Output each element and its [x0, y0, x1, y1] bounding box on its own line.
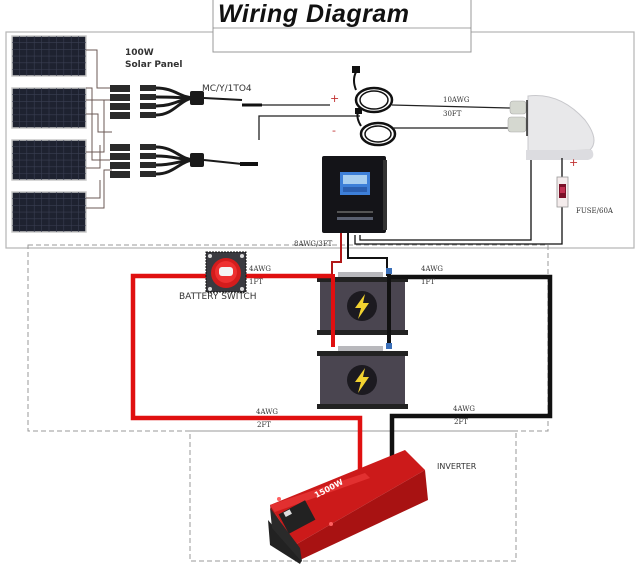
- battery-switch-label: BATTERY SWITCH: [179, 292, 257, 302]
- positive-main-wire: [130, 273, 363, 470]
- solar-panel: [11, 35, 87, 77]
- pv-negative-symbol: -: [332, 124, 336, 137]
- inverter-section-frame: [189, 430, 517, 562]
- mc4-connector: [110, 112, 130, 119]
- battery-switch: [205, 251, 247, 293]
- mc4-plug: [140, 112, 156, 118]
- mc4-plug: [140, 94, 156, 100]
- pv-negative-lead: [258, 115, 360, 140]
- fuse-polarity: +: [569, 156, 579, 169]
- controller-battery-positive-wire: [331, 233, 342, 275]
- mc4-connector: [110, 162, 130, 169]
- inverter-negative-cable-gauge: 4AWG: [453, 405, 476, 413]
- battery-terminal-negative-lower: [386, 343, 392, 349]
- inverter-label: INVERTER: [437, 462, 477, 471]
- battery-negative-cable-gauge: 4AWG: [421, 265, 444, 273]
- roof-entry-gland: [507, 95, 595, 160]
- panel-leads: [86, 49, 112, 209]
- controller-battery-negative-wire: [347, 233, 388, 276]
- controller-pv-negative-wire: [359, 160, 532, 241]
- negative-main-wire: [389, 274, 553, 458]
- mc4-plug: [140, 144, 156, 150]
- mc4-plug: [140, 171, 156, 177]
- battery-bank: [317, 272, 408, 409]
- pv-positive-symbol: +: [330, 92, 340, 105]
- inverter-unit: [268, 450, 428, 564]
- mc4-plug: [140, 162, 156, 168]
- battery-negative-cable-length: 1FT: [421, 278, 435, 286]
- title-box: [212, 0, 472, 53]
- pv-positive-run: [391, 104, 511, 109]
- battery: [317, 346, 408, 409]
- branch-connector-label: MC/Y/1TO4: [202, 84, 252, 94]
- solar-panel-label: Solar Panel: [125, 60, 183, 70]
- mc4-connector: [110, 171, 130, 178]
- controller-cable-label: 8AWG/3FT: [294, 240, 333, 248]
- solar-panel: [11, 139, 87, 181]
- branch-connector-positive: [110, 85, 243, 119]
- mc4-connector: [110, 103, 130, 110]
- solar-panel-wattage-label: 100W: [125, 48, 154, 58]
- charge-controller: [322, 156, 387, 233]
- mc4-connector: [110, 153, 130, 160]
- switch-cable-length: 1FT: [249, 278, 263, 286]
- lightning-bolt-icon: [355, 294, 369, 319]
- fuse-holder: [556, 176, 569, 208]
- branch-connector-negative: [110, 144, 243, 178]
- battery-terminal-negative: [386, 268, 392, 274]
- lightning-bolt-icon: [355, 368, 369, 393]
- extension-cable-negative: [355, 108, 397, 147]
- branch-hub: [190, 153, 204, 167]
- mc4-connector: [110, 85, 130, 92]
- mc4-connector: [110, 144, 130, 151]
- mc4-plug: [140, 85, 156, 91]
- pv-cable-gauge: 10AWG: [443, 96, 470, 104]
- fuse-label: FUSE/60A: [576, 207, 613, 215]
- diagram-title: Wiring Diagram: [218, 0, 410, 28]
- solar-panel-array: [11, 35, 87, 233]
- battery: [317, 272, 408, 335]
- branch-hub: [190, 91, 204, 105]
- solar-panel: [11, 191, 87, 233]
- inverter-positive-cable-length: 2FT: [257, 421, 271, 429]
- solar-panel: [11, 87, 87, 129]
- pv-cable-length: 30FT: [443, 110, 462, 118]
- mc4-plug: [140, 153, 156, 159]
- switch-cable-gauge: 4AWG: [249, 265, 272, 273]
- mc4-plug: [140, 103, 156, 109]
- inverter-negative-cable-length: 2FT: [454, 418, 468, 426]
- extension-cable-positive: [352, 66, 394, 114]
- mc4-connector: [110, 94, 130, 101]
- inverter-positive-cable-gauge: 4AWG: [256, 408, 279, 416]
- battery-section-frame: [27, 244, 549, 432]
